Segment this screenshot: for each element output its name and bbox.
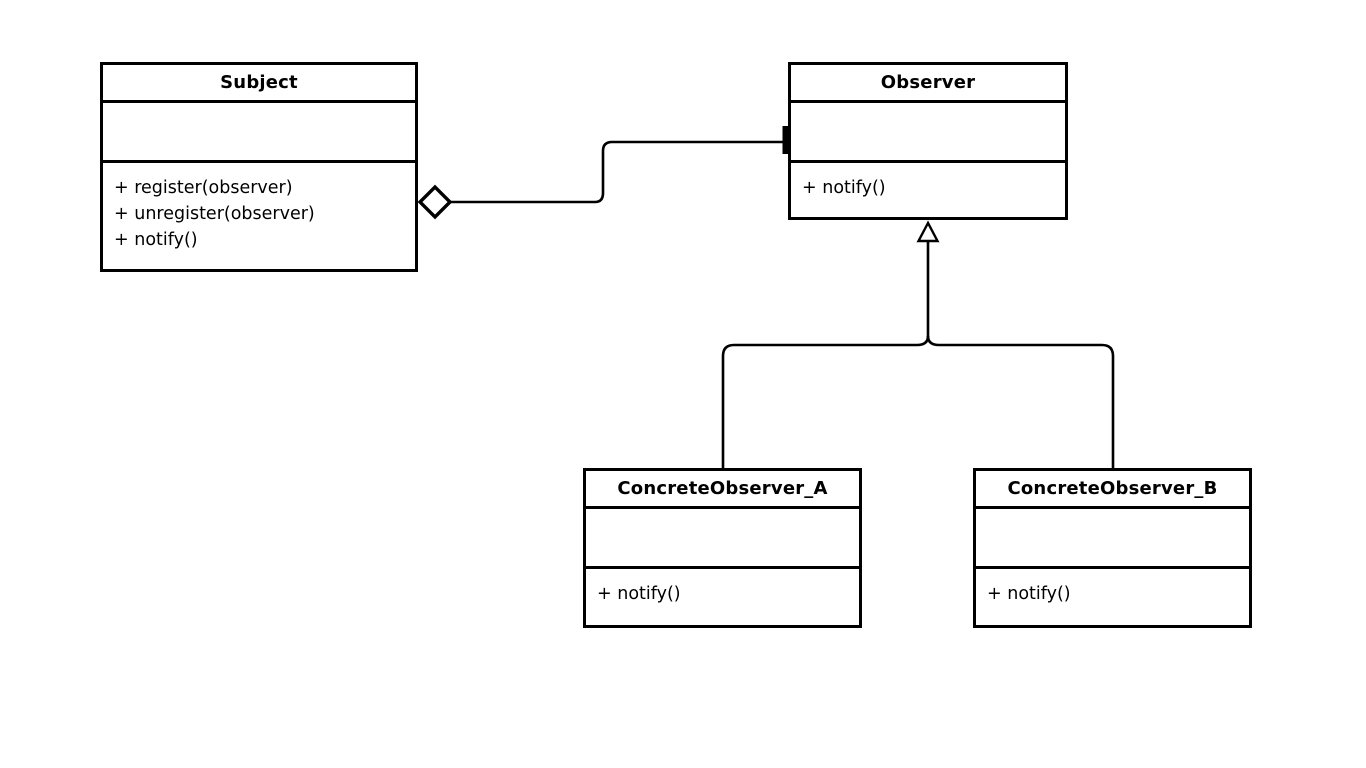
- aggregation-end-bar: [782, 126, 790, 154]
- class-methods-section: + notify(): [976, 566, 1249, 625]
- class-attributes-section: [791, 100, 1065, 160]
- generalization-line-a: [721, 335, 930, 468]
- class-title: ConcreteObserver_B: [1007, 478, 1218, 499]
- method-label: + notify(): [114, 230, 198, 250]
- class-attributes-section: [586, 506, 859, 566]
- class-box-concrete-observer-b: ConcreteObserver_B + notify(): [973, 468, 1252, 628]
- class-title: Observer: [880, 72, 976, 93]
- method-label: + register(observer): [114, 178, 293, 198]
- class-attributes-section: [976, 506, 1249, 566]
- aggregation-diamond-icon: [417, 184, 453, 220]
- generalization-arrowhead-icon: [916, 220, 940, 243]
- class-box-observer: Observer + notify(): [788, 62, 1068, 220]
- class-title: ConcreteObserver_A: [617, 478, 828, 499]
- aggregation-connector-line: [450, 140, 786, 204]
- generalization-line-b: [926, 335, 1115, 468]
- method-label: + notify(): [987, 584, 1071, 604]
- method-label: + notify(): [802, 178, 886, 198]
- class-methods-section: + notify(): [791, 160, 1065, 217]
- class-attributes-section: [103, 100, 415, 160]
- class-title: Subject: [220, 72, 298, 93]
- method-label: + notify(): [597, 584, 681, 604]
- class-box-concrete-observer-a: ConcreteObserver_A + notify(): [583, 468, 862, 628]
- class-methods-section: + register(observer) + unregister(observ…: [103, 160, 415, 269]
- method-label: + unregister(observer): [114, 204, 315, 224]
- class-box-subject: Subject + register(observer) + unregiste…: [100, 62, 418, 272]
- class-methods-section: + notify(): [586, 566, 859, 625]
